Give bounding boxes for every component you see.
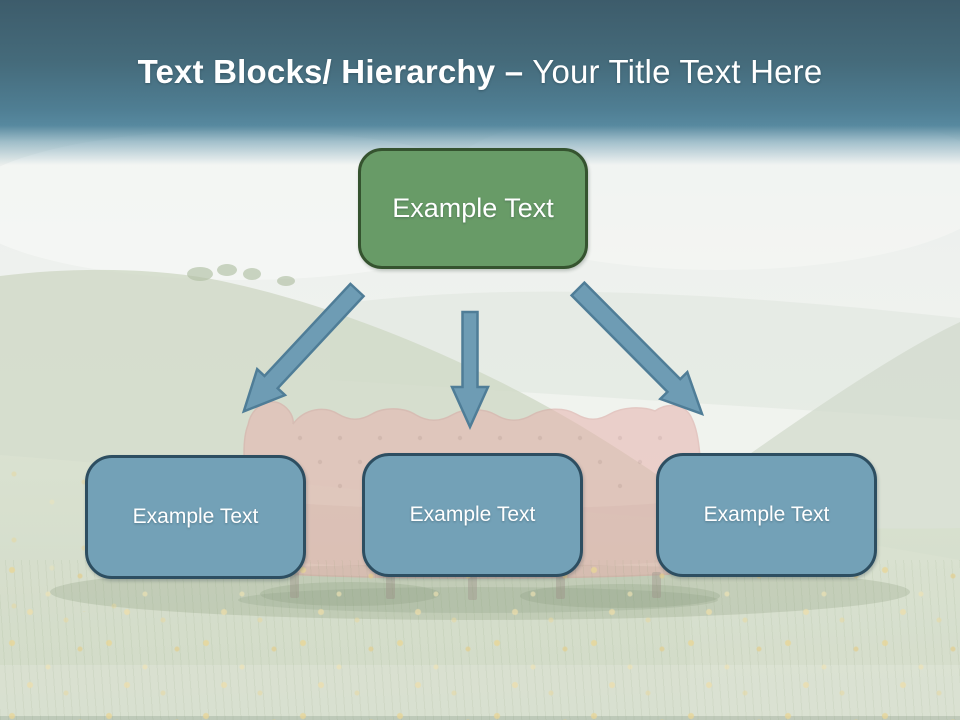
hierarchy-child-node-1[interactable]: Example Text [85, 455, 306, 579]
arrow-down-icon[interactable] [450, 310, 490, 431]
hierarchy-root-node[interactable]: Example Text [358, 148, 588, 269]
hierarchy-child-label-3: Example Text [703, 503, 830, 526]
slide-title[interactable]: Text Blocks/ Hierarchy –Your Title Text … [0, 52, 960, 92]
arrow-down-left-icon[interactable] [230, 277, 371, 424]
slide-title-bold: Text Blocks/ Hierarchy – [137, 53, 524, 90]
hierarchy-child-node-2[interactable]: Example Text [362, 453, 583, 577]
hierarchy-child-label-1: Example Text [132, 505, 259, 528]
slide-title-placeholder: Your Title Text Here [532, 53, 823, 90]
bottom-edge [0, 716, 960, 720]
hierarchy-child-label-2: Example Text [409, 503, 536, 526]
hierarchy-root-label: Example Text [392, 193, 554, 223]
tree-clumps [187, 264, 295, 286]
arrow-down-right-icon[interactable] [565, 276, 716, 428]
hierarchy-child-node-3[interactable]: Example Text [656, 453, 877, 577]
